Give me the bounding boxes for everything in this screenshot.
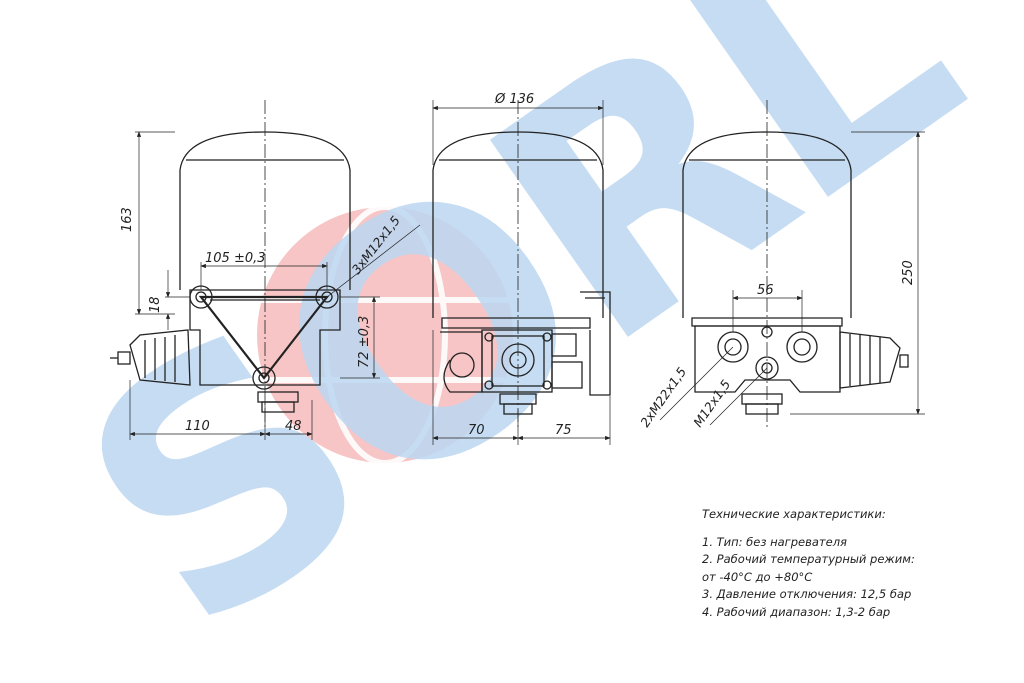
dim-56: 56 [757,283,774,298]
dim-75: 75 [555,423,572,438]
dim-110: 110 [185,419,210,434]
technical-specs: Технические характеристики: 1. Тип: без … [702,506,1002,621]
right-view [659,100,925,430]
watermark-globe [257,207,513,463]
dim-105: 105 ±0,3 [205,251,266,266]
spec-line: 1. Тип: без нагревателя [702,534,847,549]
spec-line: 2. Рабочий температурный режим: [702,552,915,566]
spec-line: от -40°С до +80°С [702,569,813,584]
spec-line: 4. Рабочий диапазон: 1,3-2 бар [702,604,891,619]
dim-72: 72 ±0,3 [357,316,372,368]
thread-m12: M12x1,5 [690,377,733,430]
dim-diameter-136: Ø 136 [494,92,534,107]
dim-70: 70 [468,423,485,438]
left-view [110,100,421,440]
dim-18: 18 [148,296,163,313]
specs-title: Технические характеристики: [702,507,886,521]
spec-line: 3. Давление отключения: 12,5 бар [702,587,912,601]
dim-48: 48 [285,419,302,434]
dim-250: 250 [901,260,916,285]
middle-view [432,100,611,445]
dim-163: 163 [120,207,135,232]
